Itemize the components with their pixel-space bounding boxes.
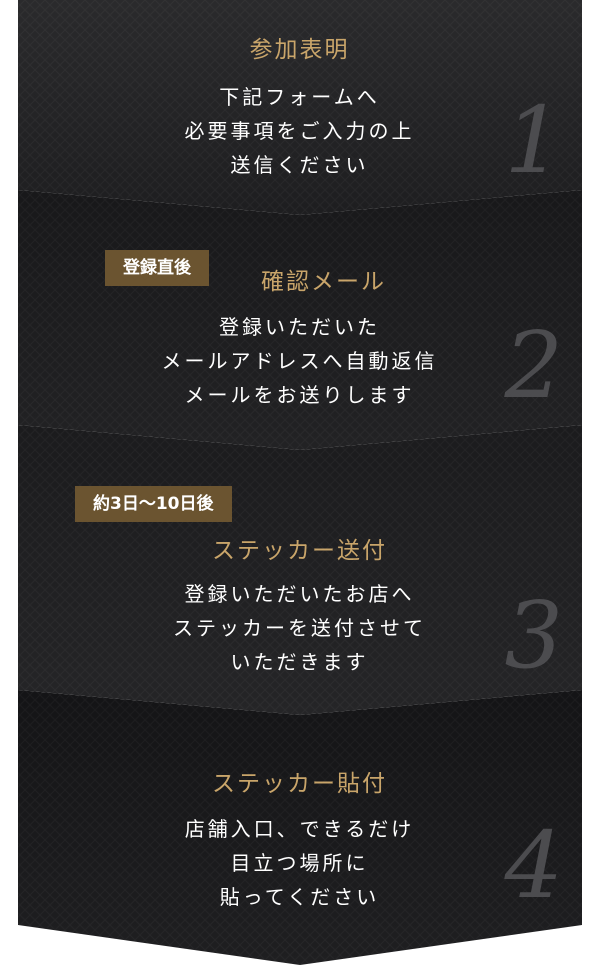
step-3-line-3: いただきます bbox=[230, 650, 369, 674]
step-3-line-1: 登録いただいたお店へ bbox=[184, 582, 415, 606]
step-3: 約3日〜10日後 ステッカー送付 登録いただいたお店へ ステッカーを送付させて … bbox=[18, 425, 581, 690]
step-4-number: 4 bbox=[504, 812, 563, 919]
step-2-number: 2 bbox=[504, 312, 563, 419]
step-3-line-2: ステッカーを送付させて bbox=[173, 616, 426, 640]
step-4: ステッカー貼付 店舗入口、できるだけ 目立つ場所に 貼ってください 4 bbox=[18, 690, 581, 960]
step-3-number: 3 bbox=[504, 582, 563, 689]
step-4-title: ステッカー貼付 bbox=[212, 771, 387, 797]
step-4-line-2: 目立つ場所に bbox=[230, 851, 369, 875]
step-3-timing-badge: 約3日〜10日後 bbox=[75, 486, 232, 522]
step-2-description: 登録いただいた メールアドレスへ自動返信 メールをお送りします bbox=[18, 310, 581, 412]
step-2-line-2: メールアドレスへ自動返信 bbox=[161, 349, 438, 373]
step-2: 登録直後 確認メール 登録いただいた メールアドレスへ自動返信 メールをお送りし… bbox=[18, 190, 581, 425]
step-2-title: 確認メール bbox=[261, 269, 386, 295]
step-1-title: 参加表明 bbox=[249, 37, 350, 63]
step-1-number: 1 bbox=[504, 87, 563, 194]
step-1-line-3: 送信ください bbox=[230, 153, 369, 177]
step-4-line-3: 貼ってください bbox=[219, 885, 380, 909]
step-2-line-3: メールをお送りします bbox=[184, 383, 415, 407]
step-1: 参加表明 下記フォームへ 必要事項をご入力の上 送信ください 1 bbox=[18, 0, 581, 190]
step-3-description: 登録いただいたお店へ ステッカーを送付させて いただきます bbox=[18, 577, 581, 679]
step-3-title: ステッカー送付 bbox=[212, 538, 387, 564]
step-1-description: 下記フォームへ 必要事項をご入力の上 送信ください bbox=[18, 80, 581, 182]
step-4-description: 店舗入口、できるだけ 目立つ場所に 貼ってください bbox=[18, 812, 581, 914]
step-2-line-1: 登録いただいた bbox=[219, 315, 380, 339]
step-2-timing-badge: 登録直後 bbox=[105, 250, 209, 286]
step-1-line-1: 下記フォームへ bbox=[219, 85, 380, 109]
step-1-line-2: 必要事項をご入力の上 bbox=[184, 119, 415, 143]
step-4-line-1: 店舗入口、できるだけ bbox=[184, 817, 415, 841]
